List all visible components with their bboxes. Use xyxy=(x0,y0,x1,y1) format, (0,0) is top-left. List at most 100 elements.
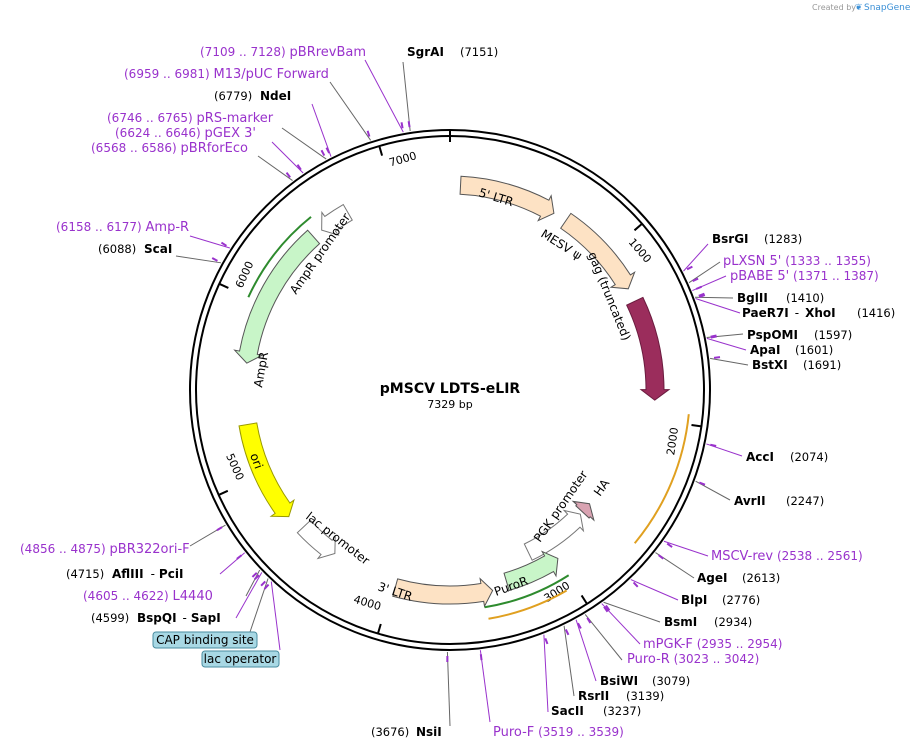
site-marker-11 xyxy=(695,285,703,290)
site-marker-6 xyxy=(285,171,291,178)
site-marker-18 xyxy=(699,481,706,486)
site-marker-10 xyxy=(692,277,699,282)
leader-line-4 xyxy=(281,127,327,160)
feature-ltr3 xyxy=(392,577,494,608)
site-marker-25 xyxy=(577,622,582,629)
leader-line-16 xyxy=(709,357,749,366)
cap-binding-site-box xyxy=(152,631,258,649)
leader-line-7 xyxy=(189,235,230,249)
primer-pBR322ori-F: (4856 .. 4875) pBR322ori-F xyxy=(20,542,190,557)
tick-label-5000: 5000 xyxy=(223,451,246,482)
site-marker-34 xyxy=(260,580,266,587)
feature-arrows xyxy=(233,175,671,608)
leader-line-26 xyxy=(563,625,575,697)
site-BsmI: BsmI xyxy=(664,615,697,629)
primer-pGEX-3: (6624 .. 6646) pGEX 3' xyxy=(115,126,256,141)
site-ScaI-pos: (6088) xyxy=(98,242,136,256)
orf-line-1 xyxy=(247,216,312,298)
tick-6000 xyxy=(218,282,229,289)
orf-line-2 xyxy=(484,574,570,609)
feature-puror xyxy=(503,550,559,592)
site-marker-0 xyxy=(407,121,411,128)
site-AccI: AccI xyxy=(746,450,774,464)
leader-line-29 xyxy=(479,650,491,723)
site-marker-1 xyxy=(400,122,404,129)
primer-MSCV-rev: MSCV-rev (2538 .. 2561) xyxy=(711,549,863,564)
leader-line-25 xyxy=(575,619,597,682)
site-SgrAI-pos: (7151) xyxy=(460,45,498,59)
site-marker-24 xyxy=(586,617,592,624)
leader-line-1 xyxy=(364,59,404,133)
site-marker-7 xyxy=(220,241,228,247)
leader-line-33 xyxy=(235,572,263,619)
labels-bottom-left: (4856 .. 4875) pBR322ori-F (4715) AflIII… xyxy=(20,542,221,625)
site-BsiWI: BsiWI xyxy=(600,674,638,688)
site-AgeI-pos: (2613) xyxy=(742,571,780,585)
site-BglII: BglII xyxy=(737,291,768,305)
site-BsrGI-pos: (1283) xyxy=(764,232,802,246)
orf-line-0 xyxy=(633,414,690,544)
primer-pRS-marker: (6746 .. 6765) pRS-marker xyxy=(107,111,274,126)
site-BsrGI: BsrGI xyxy=(712,232,749,246)
site-PspOMI: PspOMI xyxy=(747,328,798,342)
snapgene-icon: ❦ xyxy=(855,3,863,13)
site-ApaI: ApaI xyxy=(750,343,780,357)
feature-label-ampr: AmpR xyxy=(251,351,271,389)
primer-M13-pUC-Forward: (6959 .. 6981) M13/pUC Forward xyxy=(124,67,329,82)
site-BspQI-pos: (4599) xyxy=(91,611,129,625)
leader-line-3 xyxy=(311,103,332,157)
site-AccI-pos: (2074) xyxy=(790,450,828,464)
leader-line-15 xyxy=(706,337,747,351)
site-PspOMI-pos: (1597) xyxy=(814,328,852,342)
site-NdeI-pos: (6779) xyxy=(214,89,252,103)
tick-label-7000: 7000 xyxy=(388,149,419,169)
site-marker-12 xyxy=(698,292,705,297)
primer-mPGK-F: mPGK-F (2935 .. 2954) xyxy=(643,637,782,652)
primer-Puro-R: Puro-R (3023 .. 3042) xyxy=(627,652,759,667)
site-marker-33 xyxy=(253,574,260,580)
leader-line-27 xyxy=(543,634,549,713)
orf-line-3 xyxy=(488,589,568,620)
site-marker-19 xyxy=(666,542,673,548)
site-marker-35 xyxy=(263,583,270,590)
site-SgrAI: SgrAI xyxy=(407,45,444,59)
site-PaeR7I-XhoI: PaeR7I-XhoI xyxy=(742,306,836,320)
site-AflIII-PciI: AflIII-PciI xyxy=(112,567,183,581)
leader-line-5 xyxy=(271,141,304,174)
leader-line-22 xyxy=(603,601,661,623)
primer-pBABE-5: pBABE 5' (1371 .. 1387) xyxy=(730,269,879,284)
site-AvrII: AvrII xyxy=(734,494,766,508)
site-marker-20 xyxy=(657,554,664,560)
cap-binding-site-label: CAP binding site xyxy=(156,633,254,647)
leader-line-0 xyxy=(402,61,411,132)
plasmid-name: pMSCV LDTS-eLIR xyxy=(380,381,521,397)
site-BsiWI-pos: (3079) xyxy=(652,674,690,688)
labels-top-left: (7109 .. 7128) pBRrevBam SgrAI (7151) (6… xyxy=(56,45,498,256)
tick-label-6000: 6000 xyxy=(233,259,257,290)
site-marker-23 xyxy=(603,606,609,613)
tick-3000 xyxy=(580,594,588,605)
site-marker-4 xyxy=(320,149,326,157)
site-marker-5 xyxy=(296,164,302,171)
primer-Amp-R: (6158 .. 6177) Amp-R xyxy=(56,220,189,235)
snapgene-logo: SnapGene xyxy=(864,3,910,13)
feature-lacp xyxy=(296,519,336,560)
site-marker-15 xyxy=(710,335,717,339)
feature-pgk xyxy=(523,509,585,561)
site-SacII-pos: (3237) xyxy=(603,704,641,718)
feature-ltr5 xyxy=(459,175,555,222)
leader-line-6 xyxy=(257,155,293,181)
tick-7000 xyxy=(378,145,384,156)
leader-line-19 xyxy=(663,540,709,557)
site-BlpI-pos: (2776) xyxy=(722,593,760,607)
leader-line-28 xyxy=(446,651,451,727)
site-AgeI: AgeI xyxy=(697,571,727,585)
leader-line-10 xyxy=(688,261,721,284)
site-AflIII-pos: (4715) xyxy=(66,567,104,581)
site-ApaI-pos: (1601) xyxy=(795,343,833,357)
primer-pBRforEco: (6568 .. 6586) pBRforEco xyxy=(91,141,248,156)
site-XhoI-pos: (1416) xyxy=(857,306,895,320)
site-NsiI-pos: (3676) xyxy=(371,725,409,739)
feature-gag xyxy=(626,296,671,401)
